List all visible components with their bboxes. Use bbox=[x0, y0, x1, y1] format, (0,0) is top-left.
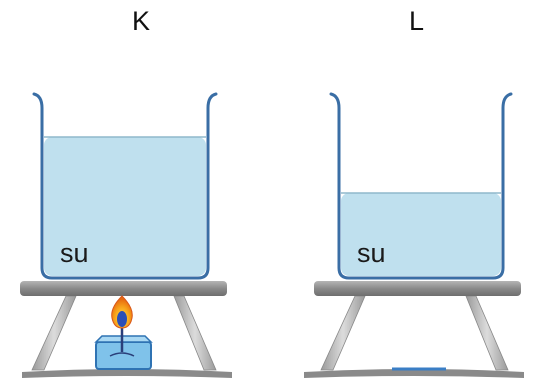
stand-leg-left-l bbox=[320, 295, 366, 371]
beaker-l bbox=[329, 92, 513, 280]
beaker-label-k: K bbox=[132, 6, 151, 36]
ground-shadow-l bbox=[304, 369, 524, 378]
burner bbox=[94, 322, 153, 370]
stand-leg-right-l bbox=[465, 295, 509, 371]
stand-leg-left-k bbox=[31, 295, 77, 371]
flame-icon bbox=[111, 295, 133, 329]
water-k bbox=[44, 137, 206, 276]
beaker-k bbox=[32, 92, 218, 280]
beaker-label-l: L bbox=[409, 6, 425, 36]
water-l bbox=[341, 193, 501, 276]
burner-body bbox=[95, 341, 152, 370]
setup-k: su bbox=[20, 92, 232, 378]
burner-top bbox=[94, 335, 153, 343]
liquid-label-k: su bbox=[60, 238, 89, 268]
ground-shadow-k bbox=[22, 369, 232, 378]
stand-plate-l bbox=[314, 281, 521, 296]
stand-plate-k bbox=[20, 281, 227, 296]
liquid-label-l: su bbox=[357, 238, 386, 268]
setup-l: su bbox=[304, 92, 524, 378]
stand-leg-right-k bbox=[173, 295, 217, 371]
